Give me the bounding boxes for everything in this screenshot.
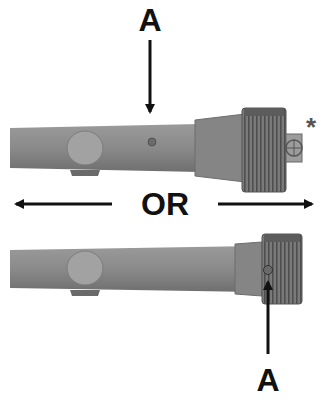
direction-arrow <box>218 203 312 206</box>
callout-letter: A <box>138 4 161 36</box>
or-label: OR <box>141 188 189 220</box>
callout-letter: A <box>256 364 279 396</box>
bottom-tool <box>10 234 302 304</box>
direction-arrow <box>16 203 112 206</box>
leader-arrow <box>149 40 152 112</box>
asterisk-note: * <box>306 114 316 140</box>
top-tool <box>10 108 302 192</box>
leader-arrow <box>267 282 270 354</box>
